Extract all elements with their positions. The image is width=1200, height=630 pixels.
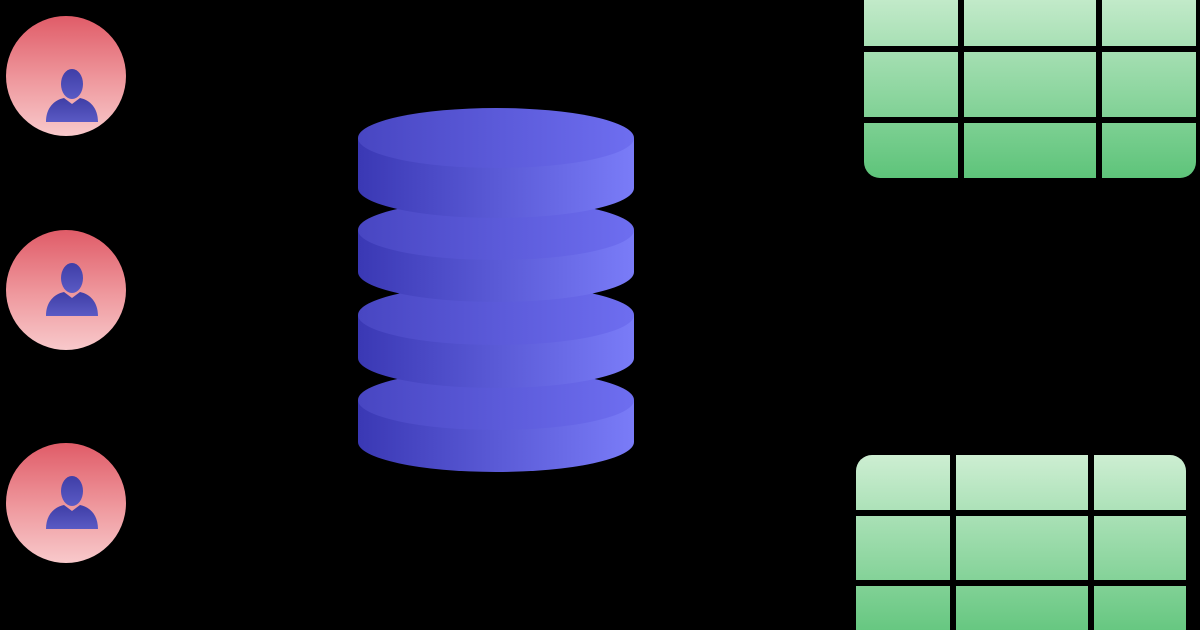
user-node <box>6 230 126 350</box>
table-icon <box>856 455 1186 630</box>
user-node <box>6 443 126 563</box>
table-icon <box>864 0 1196 178</box>
user-node <box>6 16 126 136</box>
user-icon <box>46 263 98 316</box>
user-icon <box>46 69 98 122</box>
database-node <box>350 100 645 480</box>
database-disk <box>358 285 634 388</box>
database-icon <box>358 108 634 472</box>
table-node <box>856 455 1186 630</box>
user-icon <box>46 476 98 529</box>
database-disk <box>358 370 634 472</box>
database-disk <box>358 200 634 302</box>
database-disk <box>358 108 634 218</box>
table-node <box>864 0 1196 178</box>
